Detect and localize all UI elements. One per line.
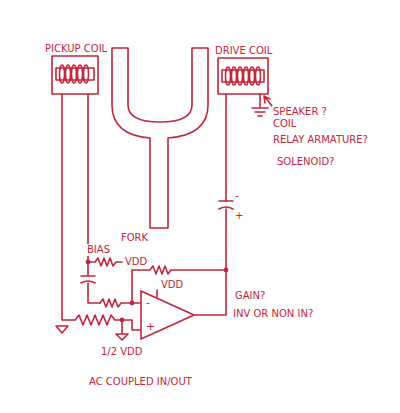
- coil-turn: [232, 67, 237, 85]
- note: AC COUPLED IN/OUT: [88, 376, 193, 388]
- part-question: RELAY ARMATURE?: [272, 134, 369, 146]
- supply-wire: [156, 290, 158, 297]
- junction-dot: [130, 301, 133, 304]
- coil-turn: [244, 67, 249, 85]
- coil-turn: [250, 67, 255, 85]
- divider-resistor: [75, 315, 140, 330]
- coil-turn: [72, 65, 77, 83]
- output-capacitor: [219, 201, 233, 209]
- bias-label: BIAS: [86, 244, 111, 256]
- supply-label: VDD: [160, 279, 184, 291]
- input-capacitor: [81, 276, 95, 283]
- pin-sign: +: [145, 321, 156, 333]
- note: INV OR NON IN?: [232, 308, 314, 320]
- tuning-fork: [112, 48, 208, 228]
- coil-turn: [66, 65, 71, 83]
- coil-turn: [84, 65, 89, 83]
- input-resistor: [100, 299, 140, 307]
- polarity-mark: -: [234, 190, 240, 202]
- coil-turn: [78, 65, 83, 83]
- drive-coil-box: [218, 58, 268, 94]
- supply-label: 1/2 VDD: [100, 346, 144, 358]
- coil-turn: [256, 67, 261, 85]
- part-question: SPEAKER ? COIL: [272, 106, 336, 130]
- half-vdd-wire: [116, 320, 128, 340]
- coil-turn: [238, 67, 243, 85]
- drive-windings: [226, 67, 261, 85]
- bias-resistor: [88, 258, 122, 266]
- pickup-windings: [60, 65, 89, 83]
- drive-ground-wire: [252, 94, 268, 116]
- pickup-left-wire: [62, 94, 75, 320]
- coil-title: PICKUP COIL: [44, 43, 108, 55]
- note: GAIN?: [234, 290, 266, 302]
- op-amp-triangle-path: [141, 291, 194, 339]
- supply-label: VDD: [124, 256, 148, 268]
- drive-coil: DRIVE COIL: [214, 40, 273, 58]
- junction-dot: [224, 268, 227, 271]
- leader-arrow: [264, 96, 272, 106]
- output-wire: [195, 94, 226, 315]
- junction-dot: [120, 318, 123, 321]
- fork-label: FORK: [120, 232, 149, 244]
- ground-symbol: [56, 326, 68, 333]
- coil-turn: [226, 67, 231, 85]
- op-amp-triangle: -+: [140, 290, 195, 340]
- coil-turn: [60, 65, 65, 83]
- pickup-coil-box: [52, 56, 98, 94]
- pin-sign: -: [145, 297, 151, 309]
- pickup-right-wire: [88, 94, 100, 303]
- pickup-coil: PICKUP COIL: [44, 38, 108, 56]
- part-question: SOLENOID?: [276, 156, 335, 168]
- polarity-mark: +: [234, 210, 244, 222]
- coil-title: DRIVE COIL: [214, 45, 273, 57]
- junction-dot: [86, 260, 89, 263]
